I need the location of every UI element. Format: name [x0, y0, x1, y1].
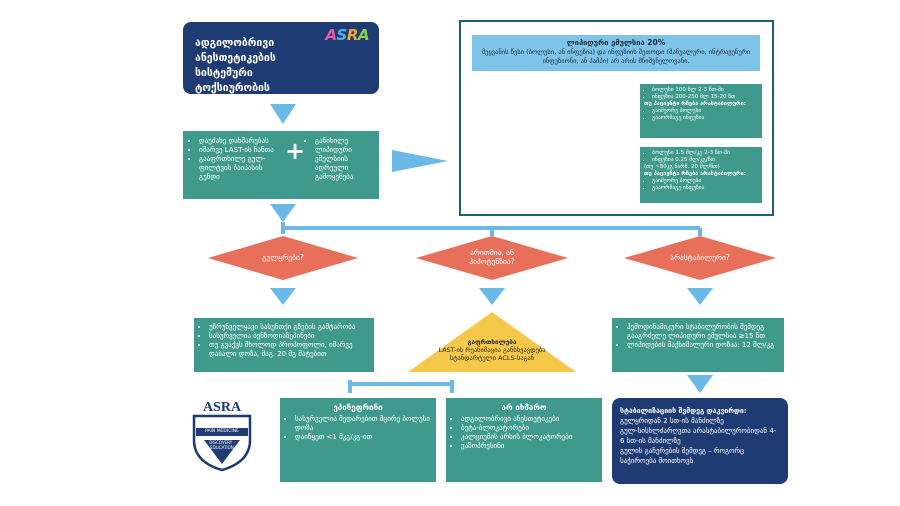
seizure-item: სასურველია ბენზოდიაზეპინები [209, 332, 368, 341]
lipid-title: ლიპიდური ემულსია 20% [566, 38, 666, 47]
dose-line: (თუ ~80კგ ნარჩ. 20 მლ/წთ) [644, 164, 720, 170]
seizure-management-box: უზრუნველყავი სასუნთქი გზების გამტარობა ს… [194, 318, 374, 372]
action-item: დაუძახე დახმარებას [199, 137, 281, 146]
initial-actions-box: დაუძახე დახმარებას იმარვე LAST-ის ჩანთა … [183, 131, 379, 199]
monitoring-item: გულის გაჩერების შემდეგ – როგორც საჭიროებ… [620, 447, 745, 465]
dose-low-box: ბოლუსი 1.5 მლ/კგ 2-3 წთ-ში ინფუზია 0.25 … [640, 147, 762, 203]
down-arrow-instability [687, 288, 713, 305]
checklist-title: ადგილობრივი ანესთეტიკების სისტემური ტოქს… [195, 37, 276, 109]
avoid-title: არ იხმარო [501, 403, 547, 412]
asra-badge-bottom: DISCOVERY · EDUCATION [209, 440, 235, 450]
seizures-question: გულყრები? [262, 253, 304, 262]
dose-line: თუ პაციენტი რჩება არასტაბილური: [644, 101, 746, 107]
avoid-item: ბეტა-ბლოკატორები [461, 424, 596, 433]
dose-line: გააორმაგე ინფუზია [652, 185, 758, 192]
instability-item: ლიპიდების მაქსიმალური დოზაა: 12 მლ/კგ [627, 341, 778, 350]
instability-diamond [624, 236, 776, 280]
down-arrow-seizure [270, 288, 296, 305]
instability-management-box: ჰემოდინამიკური სტაბილურობის შემდეგ გააგრ… [612, 318, 784, 372]
avoid-item: ვაზოპრესინი [461, 442, 596, 451]
down-arrow-monitoring [687, 375, 713, 393]
warning-triangle [408, 312, 576, 372]
monitoring-title: სტაბილიზაციის შემდეგ დაკვირდი: [620, 407, 747, 415]
asra-badge-top: ASRA [202, 400, 242, 415]
checklist-title-box: ადგილობრივი ანესთეტიკების სისტემური ტოქს… [183, 22, 379, 109]
epinephrine-box: ეპინეფრინი სასურველია შედარებით მცირე ბო… [280, 398, 436, 482]
dose-line: ინფუზია 200-250 მლ 15-20 წთ [652, 94, 758, 101]
asra-badge-middle: PAIN MEDICINE [205, 429, 239, 434]
warning-text: LAST-ის რეანიმაცია განსხვავდება სტანდარტ… [438, 346, 546, 362]
avoid-item: კალციუმის არხის ბლოკატორები [461, 433, 596, 442]
monitoring-box: სტაბილიზაციის შემდეგ დაკვირდი: გულყრიდან… [612, 398, 788, 484]
plus-icon: + [285, 137, 306, 165]
seizure-item: თუ გვაქვს მხოლოდ პროპოფოლი, იმარვე დაბალ… [209, 341, 368, 359]
asra-logo: ASRA [325, 26, 369, 44]
down-arrow-arrhythmia [479, 288, 505, 305]
weight-high-label: > 70 კგ [498, 104, 532, 113]
action-item: გააფრთხილე გულ-ფილტვის ბაიპასის გუნდი [199, 155, 281, 182]
action-item: იმარვე LAST-ის ჩანთა [199, 146, 281, 155]
monitoring-item: გულყრიდან 2 სთ-ის მანძილზე [620, 417, 724, 425]
shield-icon [192, 414, 252, 472]
dose-line: გაიმეორე ბოლუსი [652, 108, 758, 115]
dose-line: ბოლუსი 100 მლ 2-3 წთ-ში [652, 87, 758, 94]
action-item: განიხილე ლიპიდური ემულსიის ადრეული გამოყ… [315, 137, 375, 182]
instability-item: ჰემოდინამიკური სტაბილურობის შემდეგ გააგრ… [627, 323, 778, 341]
monitoring-item: გულ-სისხლძარღვთა არასტაბილურობიდან 4-6 ს… [620, 427, 777, 445]
instability-question: არასტაბილური? [670, 253, 730, 262]
warning-text-block: გაფრთხილება LAST-ის რეანიმაცია განსხვავდ… [436, 338, 548, 362]
weight-low-label: < 70 კგ [498, 168, 532, 177]
dose-line: ინფუზია 0.25 მლ/კგ/წთ [652, 157, 758, 164]
lipid-emulsion-header: ლიპიდური ემულსია 20% მეყვანის წესი (ბოლუ… [472, 35, 760, 71]
arrhythmia-question: არითმია, ან ჰიპოტენზია? [469, 248, 515, 266]
avoid-item: ადგილობრივი ანესთეტიკები [461, 415, 596, 424]
avoid-box: არ იხმარო ადგილობრივი ანესთეტიკები ბეტა-… [446, 398, 602, 482]
epinephrine-item: დაიწყეთ <1 მკგ/კგ-ით [295, 433, 430, 442]
lipid-text: მეყვანის წესი (ბოლუსი, ან ინფუზია) და ინ… [481, 48, 751, 65]
dose-line: ბოლუსი 1.5 მლ/კგ 2-3 წთ-ში [652, 150, 758, 157]
asra-badge-logo: ASRA PAIN MEDICINE DISCOVERY · EDUCATION [190, 400, 254, 472]
epinephrine-title: ეპინეფრინი [333, 403, 383, 412]
dose-high-box: ბოლუსი 100 მლ 2-3 წთ-ში ინფუზია 200-250 … [640, 84, 762, 138]
dose-line: გაიმეორე ბოლუსი [652, 178, 758, 185]
warning-title: გაფრთხილება [467, 338, 517, 346]
down-arrow-1 [270, 104, 296, 124]
arrhythmia-diamond [416, 236, 568, 280]
dose-line: გააორმაგე ინფუზია [652, 115, 758, 122]
seizures-diamond [208, 236, 358, 280]
down-arrow-2 [270, 204, 296, 222]
dose-line: თუ პაციენტი რჩება არასტაბილური: [644, 171, 746, 177]
right-arrow-to-lipid [392, 150, 448, 172]
epinephrine-item: სასურველია შედარებით მცირე ბოლუსი დოზა [295, 415, 430, 433]
seizure-item: უზრუნველყავი სასუნთქი გზების გამტარობა [209, 323, 368, 332]
